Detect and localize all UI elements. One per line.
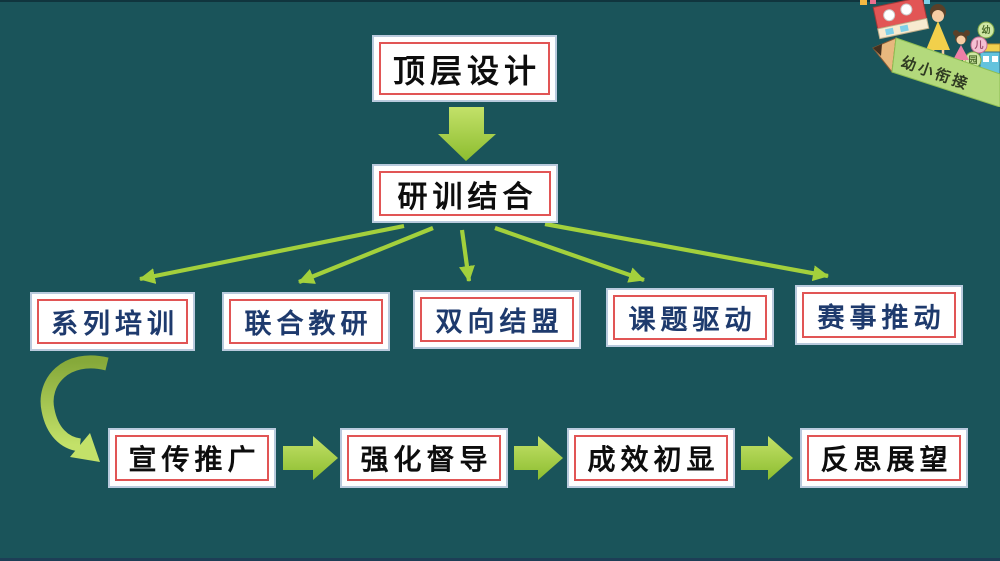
node-label: 系列培训 bbox=[51, 309, 179, 339]
node-label: 研训结合 bbox=[397, 180, 538, 214]
flow-node-root: 顶层设计 bbox=[372, 35, 557, 102]
node-label: 双向结盟 bbox=[435, 307, 564, 337]
branch-arrow-icon-4 bbox=[494, 226, 645, 283]
node-label: 联合教研 bbox=[244, 309, 373, 339]
right-arrow-icon-3 bbox=[741, 436, 793, 480]
branch-arrow-icon-1 bbox=[139, 223, 405, 284]
branch-arrow-icon-5 bbox=[544, 221, 829, 282]
right-arrow-icon-1 bbox=[283, 436, 338, 480]
node-label: 强化督导 bbox=[360, 444, 493, 475]
kindergarten-circle-2: 儿 bbox=[970, 36, 988, 54]
slide-bottom-edge bbox=[0, 558, 1000, 561]
flow-node-hub: 研训结合 bbox=[372, 164, 558, 223]
node-label: 顶层设计 bbox=[392, 52, 541, 89]
flow-node-branch-5: 赛事推动 bbox=[795, 285, 963, 345]
flow-node-branch-1: 系列培训 bbox=[30, 292, 195, 351]
branch-arrow-icon-2 bbox=[298, 226, 434, 284]
flow-node-process-2: 强化督导 bbox=[340, 428, 508, 488]
flow-node-process-1: 宣传推广 bbox=[108, 428, 276, 488]
flow-node-process-3: 成效初显 bbox=[567, 428, 735, 488]
node-label: 成效初显 bbox=[587, 444, 720, 475]
corner-badge: 幼 儿 园 bbox=[860, 0, 1000, 107]
branch-arrow-icon-3 bbox=[459, 229, 475, 282]
node-label: 课题驱动 bbox=[628, 305, 757, 335]
flow-node-process-4: 反思展望 bbox=[800, 428, 968, 488]
svg-text:园: 园 bbox=[968, 55, 977, 65]
node-label: 宣传推广 bbox=[128, 444, 261, 475]
right-arrow-icon-2 bbox=[514, 436, 563, 480]
down-arrow-icon bbox=[438, 107, 496, 161]
confetti-decoration bbox=[860, 0, 930, 5]
node-label: 赛事推动 bbox=[817, 302, 946, 333]
svg-text:幼: 幼 bbox=[981, 24, 990, 35]
curved-arrow-icon bbox=[40, 355, 109, 462]
flow-node-branch-4: 课题驱动 bbox=[606, 288, 774, 347]
child-figure bbox=[953, 30, 970, 66]
kindergarten-circle-1: 幼 bbox=[977, 21, 995, 39]
flow-node-branch-2: 联合教研 bbox=[222, 292, 390, 351]
flow-node-branch-3: 双向结盟 bbox=[413, 290, 581, 349]
svg-text:儿: 儿 bbox=[973, 40, 983, 50]
school-building-illustration bbox=[872, 0, 930, 40]
slide-top-edge bbox=[0, 0, 1000, 2]
node-label: 反思展望 bbox=[820, 444, 953, 475]
